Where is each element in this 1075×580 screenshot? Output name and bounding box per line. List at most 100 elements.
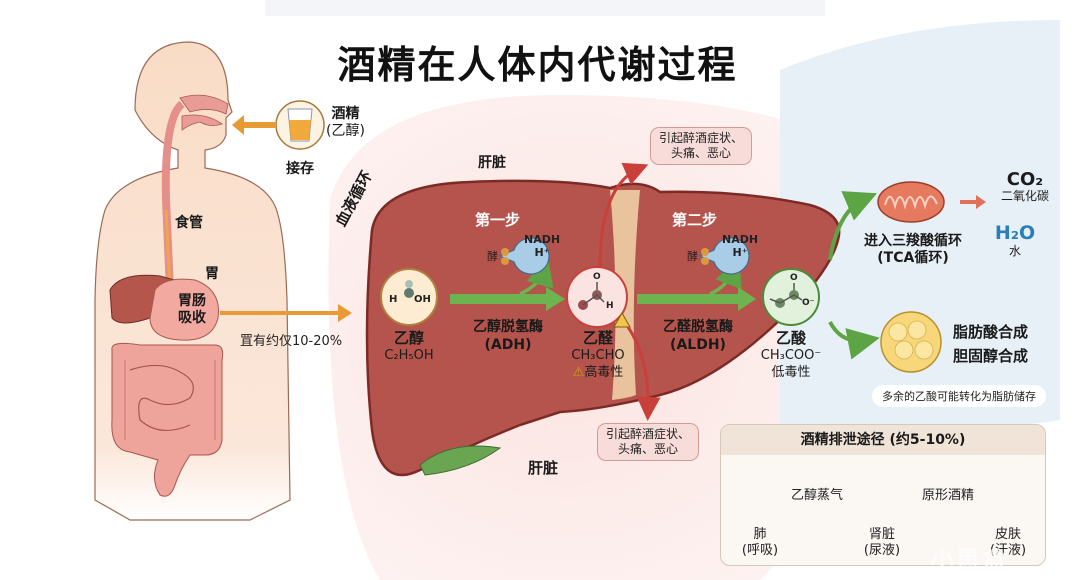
step2-enzyme-glyph: 酵 [687, 250, 698, 263]
step1-enzyme-abbr: (ADH) [484, 337, 532, 353]
acetate-atom-o: O [790, 273, 798, 283]
mitochondrion-icon [877, 181, 945, 223]
step2-enzyme-name: 乙醛脱氢酶 [663, 319, 733, 335]
acetate-formula: CH₃COO⁻ [760, 348, 822, 363]
ethanol-top-atom [405, 280, 413, 288]
co2-product: CO₂ 二氧化碳 [990, 171, 1060, 204]
fat-globule-icon [880, 311, 942, 373]
step1-enzyme-glyph: 酵 [487, 250, 498, 263]
warning-small-icon: ⚠ [572, 365, 585, 380]
h2o-product: H₂O 水 [990, 224, 1040, 260]
glass-icon [275, 100, 325, 150]
excretion-organ-skin: 皮肤 (汗液) [978, 527, 1038, 559]
step2-byproduct: NADH H⁺ [722, 233, 758, 259]
excretion-organ-lungs: 肺 (呼吸) [730, 527, 790, 559]
step2-enzyme-abbr: (ALDH) [670, 337, 726, 353]
acetaldehyde-bonds [582, 282, 605, 306]
symptoms-top-line2: 头痛、恶心 [671, 146, 732, 160]
absorption-note: 罝有约仅10-20% [240, 334, 343, 349]
symptom-arrow-bottom [626, 326, 661, 421]
excretion-panel: 酒精排泄途径 (约5-10%) [720, 424, 1046, 566]
acetaldehyde-formula: CH₃CHO [571, 348, 625, 363]
enzyme-aldh-icon [698, 237, 750, 275]
fat-synthesis-line2: 胆固醇合成 [953, 347, 1029, 365]
acetaldehyde-name: 乙醛 [582, 329, 613, 347]
fat-synthesis-label: 脂肪酸合成 胆固醇合成 [953, 320, 1028, 368]
acetaldehyde-warning: ⚠高毒性 [560, 364, 636, 381]
tca-label: 进入三羧酸循环 (TCA循环) [858, 233, 968, 267]
ethanol-formula: C₂H₅OH [384, 348, 434, 363]
fat-synthesis-line1: 脂肪酸合成 [953, 323, 1029, 341]
excretion-title: 酒精排泄途径 (约5-10%) [721, 425, 1045, 455]
stomach-label: 胃 [205, 266, 219, 282]
tca-label-line1: 进入三羧酸循环 [864, 233, 962, 249]
acetaldehyde-label: 乙醛 CH₃CHO ⚠高毒性 [560, 330, 636, 381]
symptoms-bottom-line2: 头痛、恶心 [618, 442, 679, 456]
liver-label-bottom: 肝脏 [528, 459, 559, 477]
excretion-arrow-1-label: 乙醇蒸气 [791, 488, 844, 503]
lungs-route: (呼吸) [741, 543, 779, 558]
symptoms-callout-top: 引起醉酒症状、 头痛、恶心 [650, 127, 753, 165]
liver-label-top: 肝脏 [478, 155, 506, 171]
step1-arrowhead [546, 287, 565, 311]
ethanol-name: 乙醇 [393, 329, 424, 347]
step1-title: 第一步 [475, 211, 521, 229]
intake-action-label: 接存 [286, 161, 314, 177]
excretion-organ-kidneys: 肾脏 (尿液) [852, 527, 912, 559]
acetaldehyde-atom-h: H [606, 301, 614, 311]
step2-arrowhead [738, 287, 756, 311]
excretion-arrow-2-label: 原形酒精 [922, 488, 975, 503]
intake-substance-name: 酒精 [331, 106, 360, 122]
tca-zone-bg [780, 20, 1060, 430]
acetate-toxicity: 低毒性 [771, 365, 811, 380]
symptoms-top-line1: 引起醉酒症状、 [659, 131, 744, 145]
step2-arrow [637, 294, 742, 304]
step2-hplus: H⁺ [732, 246, 748, 259]
step1-hplus: H⁺ [534, 246, 550, 259]
step2-nadh: NADH [722, 233, 759, 246]
step1-enzyme-name: 乙醇脱氢酶 [473, 319, 543, 335]
acetate-label: 乙酸 CH₃COO⁻ 低毒性 [752, 330, 830, 381]
intake-substance-label: 酒精 (乙醇) [326, 106, 365, 140]
lungs-name: 肺 [753, 527, 767, 542]
top-band [265, 0, 825, 16]
warning-icon [613, 311, 631, 328]
enzyme-adh-icon [498, 237, 550, 275]
ethanol-carbon-atom [404, 288, 414, 298]
acetaldehyde-warning-text: 高毒性 [584, 365, 624, 380]
co2-arrowhead [976, 195, 986, 209]
symptoms-callout-bottom: 引起醉酒症状、 头痛、恶心 [597, 423, 700, 461]
step1-enzyme-label: 乙醇脱氢酶 (ADH) [458, 318, 558, 354]
absorption-label-line1: 胃肠 [178, 293, 206, 309]
ethanol-label: 乙醇 C₂H₅OH [374, 330, 444, 364]
fat-storage-note: 多余的乙酸可能转化为脂肪储存 [872, 385, 1046, 407]
absorption-label-line2: 吸收 [178, 310, 206, 326]
tca-branch-arrow [828, 191, 878, 261]
h2o-formula: H₂O [994, 222, 1036, 244]
intake-substance-chemical: (乙醇) [326, 123, 365, 139]
symptom-arrow-top [598, 162, 649, 269]
step1-arrow [450, 294, 550, 304]
step1-nadh-arrow [519, 257, 554, 296]
kidneys-name: 肾脏 [868, 527, 895, 542]
acetate-atom-o-minus: O⁻ [802, 298, 815, 308]
ethanol-atom-h: H [389, 294, 398, 305]
step2-enzyme-label: 乙醛脱氢酶 (ALDH) [648, 318, 748, 354]
fat-branch-arrow [828, 321, 880, 360]
acetaldehyde-atom-o: O [593, 272, 601, 282]
skin-name: 皮肤 [994, 527, 1021, 542]
acetate-name: 乙酸 [775, 329, 806, 347]
absorption-arrowhead [338, 304, 352, 322]
tca-label-line2: (TCA循环) [877, 250, 949, 266]
absorption-label: 胃肠 吸收 [178, 293, 206, 327]
step1-byproduct: NADH H⁺ [524, 233, 560, 259]
h2o-name: 水 [1008, 244, 1021, 258]
skin-route: (汗液) [989, 543, 1027, 558]
kidneys-route: (尿液) [863, 543, 901, 558]
acetate-bonds [769, 283, 803, 304]
step1-nadh: NADH [524, 233, 561, 246]
intake-arrowhead [232, 115, 244, 135]
ethanol-atom-oh: OH [414, 294, 431, 305]
symptoms-bottom-line1: 引起醉酒症状、 [606, 427, 691, 441]
step2-title: 第二步 [672, 211, 718, 229]
